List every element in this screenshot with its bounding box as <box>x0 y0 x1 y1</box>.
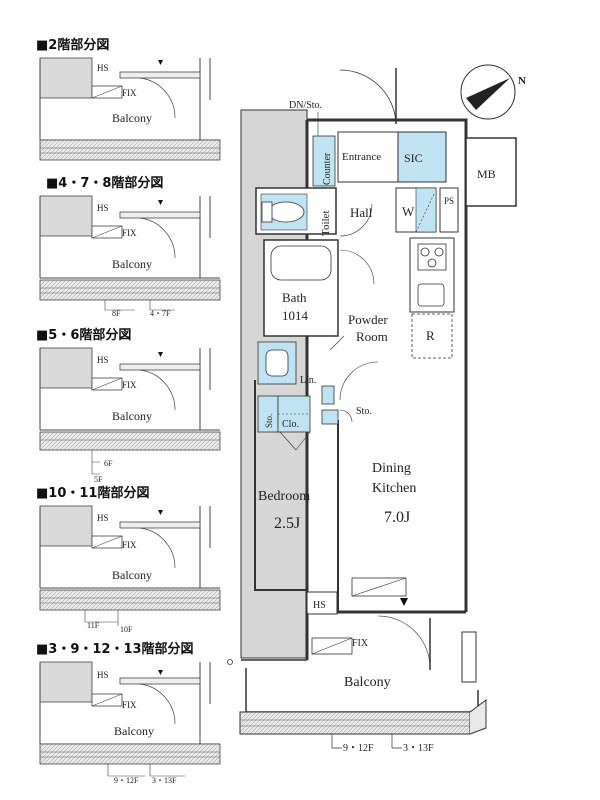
hall-label: Hall <box>350 205 373 220</box>
compass-icon: N <box>460 64 526 120</box>
svg-text:6F: 6F <box>104 459 113 468</box>
svg-text:4・7F: 4・7F <box>150 309 171 318</box>
main-plan: MB N DN/Sto. Counter Entrance SIC Toilet… <box>227 64 526 754</box>
svg-text:FIX: FIX <box>122 380 137 390</box>
variant-panel-2: ■4・7・8階部分図 HS FIX Balcony 8F 4・7F <box>39 175 221 318</box>
svg-text:FIX: FIX <box>122 540 137 550</box>
ps-label: PS <box>444 196 454 206</box>
dining-size: 7.0J <box>384 509 410 526</box>
sic-label: SIC <box>404 151 423 165</box>
sto-side-label: Sto. <box>264 414 274 428</box>
dining-label-1: Dining <box>372 461 411 476</box>
svg-text:HS: HS <box>97 670 109 680</box>
svg-text:N: N <box>518 75 526 87</box>
svg-text:Balcony: Balcony <box>114 724 154 738</box>
svg-text:9・12F: 9・12F <box>114 776 139 785</box>
bedroom-label: Bedroom <box>258 489 310 504</box>
variant-heading: ■2階部分図 <box>36 37 109 53</box>
svg-text:HS: HS <box>97 513 109 523</box>
variant-panel-4: ■10・11階部分図 HS FIX Balcony 11F 10F <box>36 485 221 634</box>
variant-panel-1: ■2階部分図 HS FIX Balcony <box>36 37 221 161</box>
entrance-label: Entrance <box>342 151 381 163</box>
lin-label: Lin. <box>300 375 316 386</box>
hs-label: HS <box>313 600 326 611</box>
counter-label: Counter <box>322 152 333 185</box>
bedroom-size: 2.5J <box>274 515 300 532</box>
bath-size: 1014 <box>282 308 309 323</box>
variant-heading: ■10・11階部分図 <box>36 485 149 501</box>
sto-small-label: Sto. <box>356 406 372 417</box>
r-label: R <box>426 328 435 343</box>
bath-label: Bath <box>282 290 307 305</box>
svg-text:HS: HS <box>97 63 109 73</box>
powder-room-label-1: Powder <box>348 312 388 327</box>
variant-heading: ■3・9・12・13階部分図 <box>36 641 194 657</box>
mb-label: MB <box>477 167 496 181</box>
svg-text:HS: HS <box>97 203 109 213</box>
balcony-label: Balcony <box>344 675 391 690</box>
svg-text:3・13F: 3・13F <box>152 776 177 785</box>
svg-text:FIX: FIX <box>122 88 137 98</box>
svg-text:8F: 8F <box>112 309 121 318</box>
toilet-label: Toilet <box>320 210 332 236</box>
dining-label-2: Kitchen <box>372 481 416 496</box>
svg-text:5F: 5F <box>94 475 103 484</box>
variant-panel-3: ■5・6階部分図 HS FIX Balcony 6F 5F <box>36 327 221 484</box>
floor-note-2: 3・13F <box>403 743 434 754</box>
clo-label: Clo. <box>282 419 299 430</box>
powder-room-label-2: Room <box>356 329 388 344</box>
variant-heading: ■4・7・8階部分図 <box>46 175 163 191</box>
svg-text:HS: HS <box>97 355 109 365</box>
svg-text:11F: 11F <box>87 621 100 630</box>
svg-text:Balcony: Balcony <box>112 111 152 125</box>
svg-text:Balcony: Balcony <box>112 568 152 582</box>
svg-text:Balcony: Balcony <box>112 257 152 271</box>
floor-note-1: 9・12F <box>343 743 374 754</box>
svg-text:Balcony: Balcony <box>112 409 152 423</box>
svg-text:FIX: FIX <box>122 228 137 238</box>
fix-label: FIX <box>352 638 369 649</box>
svg-text:FIX: FIX <box>122 700 137 710</box>
w-label: W <box>402 204 415 219</box>
svg-text:10F: 10F <box>120 625 133 634</box>
variant-panel-5: ■3・9・12・13階部分図 HS FIX Balcony 9・12F 3・13… <box>36 641 221 785</box>
variant-heading: ■5・6階部分図 <box>36 327 131 343</box>
dn-sto-label: DN/Sto. <box>289 100 322 111</box>
